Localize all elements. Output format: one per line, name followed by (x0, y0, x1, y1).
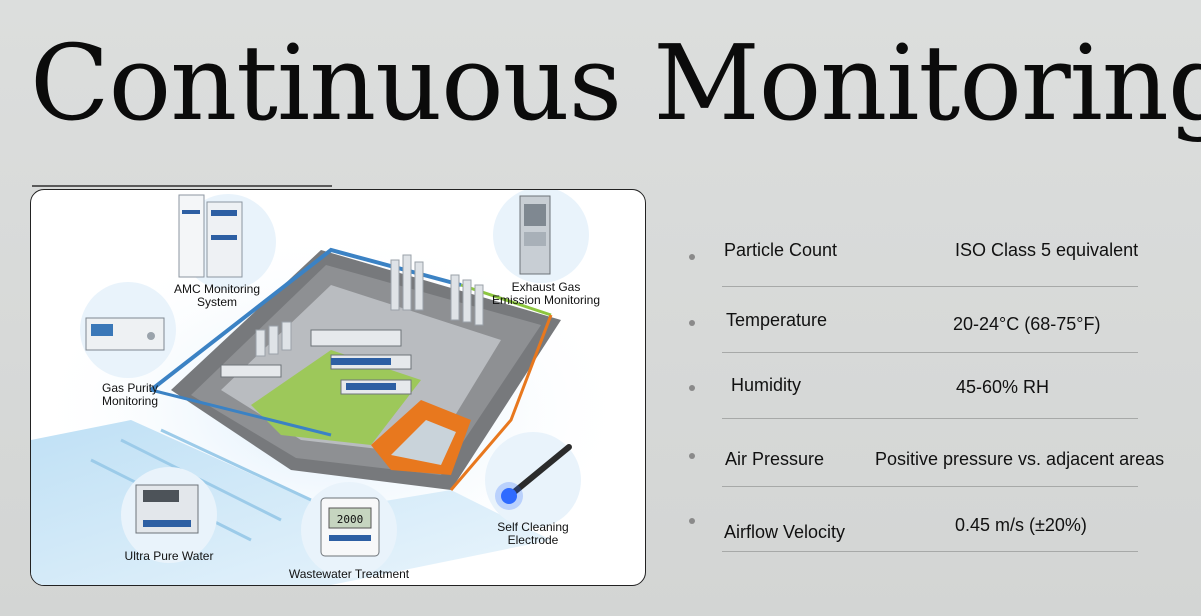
param-value-temperature: 20-24°C (68-75°F) (953, 314, 1101, 334)
meter-icon: 2000 (320, 497, 380, 557)
bullet (689, 518, 695, 524)
param-value-air-pressure: Positive pressure vs. adjacent areas (875, 449, 1165, 469)
bullet (689, 254, 695, 260)
param-value-particle-count: ISO Class 5 equivalent (955, 240, 1139, 260)
water-unit-icon (135, 484, 199, 534)
param-value-humidity: 45-60% RH (956, 377, 1050, 397)
factory-illustration: 2000 (31, 190, 631, 585)
divider (722, 551, 1138, 552)
param-label-temperature: Temperature (726, 310, 828, 330)
param-value-airflow-velocity: 0.45 m/s (±20%) (955, 515, 1087, 535)
label-exhaust: Exhaust Gas Emission Monitoring (491, 280, 601, 307)
label-wastewater: Wastewater Treatment (288, 567, 410, 581)
title-divider (32, 185, 332, 187)
label-electrode: Self Cleaning Electrode (497, 520, 569, 547)
label-amc: AMC Monitoring System (173, 282, 261, 309)
label-gas-purity: Gas Purity Monitoring (101, 381, 159, 408)
bullet (689, 453, 695, 459)
meter-reading: 2000 (337, 513, 364, 526)
divider (722, 418, 1138, 419)
label-upw: Ultra Pure Water (124, 549, 214, 563)
bullet (689, 385, 695, 391)
electrode-icon (495, 444, 572, 510)
page-title: Continuous Monitoring (30, 22, 1201, 144)
param-label-humidity: Humidity (731, 375, 802, 395)
monitoring-diagram: 2000 AMC Monitoring System Exhaust Gas E… (30, 189, 646, 586)
cabinet-icon (178, 194, 243, 278)
param-label-air-pressure: Air Pressure (725, 449, 825, 469)
factory-icon (149, 247, 561, 491)
bullet (689, 320, 695, 326)
divider (722, 352, 1138, 353)
divider (722, 286, 1138, 287)
divider (722, 486, 1138, 487)
param-label-particle-count: Particle Count (724, 240, 838, 260)
exhaust-analyzer-icon (519, 195, 551, 275)
param-label-airflow-velocity: Airflow Velocity (724, 522, 846, 542)
gas-analyzer-icon (85, 317, 165, 351)
